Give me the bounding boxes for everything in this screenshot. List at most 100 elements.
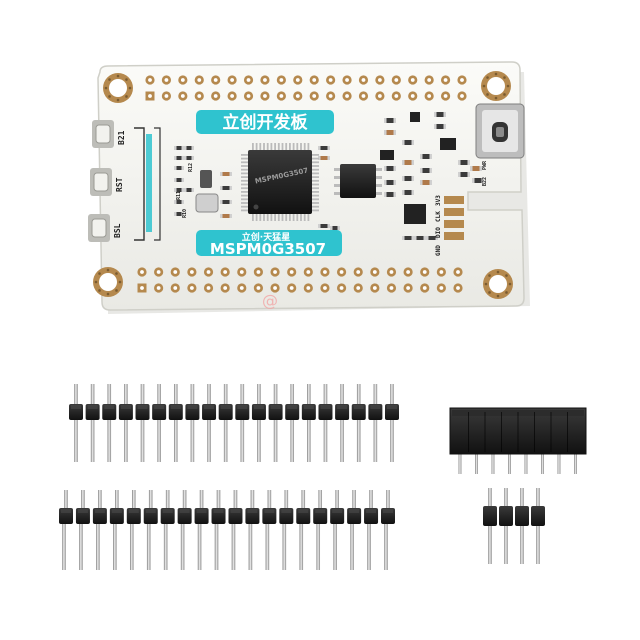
header-pad [293, 91, 303, 101]
header-pad [287, 283, 297, 293]
smd-component [402, 236, 414, 240]
header-pin [536, 488, 540, 564]
header-pad [320, 283, 330, 293]
header-pad [161, 75, 172, 85]
smd-component [402, 190, 414, 195]
header-pin [356, 384, 361, 462]
header-pin [190, 384, 195, 462]
header-pin [223, 384, 228, 462]
header-pin [90, 384, 95, 462]
female-header [449, 407, 587, 474]
header-pin [124, 384, 128, 462]
header-pad [353, 283, 363, 293]
header-pad [211, 91, 221, 101]
header-pad [370, 283, 380, 293]
smd-component [414, 236, 426, 240]
smd-component [174, 166, 184, 170]
header-pad [203, 283, 214, 293]
header-pin [62, 490, 68, 570]
header-pin [140, 384, 145, 462]
female-pin [557, 452, 561, 474]
header-pin [74, 384, 78, 462]
header-pin [299, 490, 306, 570]
header-pin [207, 384, 211, 462]
silk-b22: B22 [482, 177, 488, 186]
header-pin [307, 384, 311, 462]
smd-component [174, 156, 184, 160]
female-pin [491, 452, 495, 474]
female-pin [574, 452, 577, 474]
header-body [69, 404, 399, 420]
regulator-chip [380, 150, 394, 160]
header-pin [257, 384, 261, 462]
smd-component [402, 140, 414, 145]
header-pad [309, 75, 319, 85]
smd-component [402, 160, 414, 165]
button-rst-label: RST [115, 177, 124, 192]
silk-r10: R10 [182, 209, 188, 218]
header-pad [276, 91, 286, 101]
mounting-hole [481, 71, 511, 101]
header-pad [391, 91, 401, 101]
mounting-hole [483, 269, 513, 299]
header-pad [408, 91, 418, 101]
smd-component [220, 214, 232, 218]
header-pin [333, 490, 339, 570]
header-pad [453, 267, 463, 277]
header-pad [436, 283, 446, 293]
header-pad [440, 91, 451, 101]
header-pin [373, 384, 378, 462]
female-pin [541, 452, 544, 474]
smd-component [384, 118, 396, 123]
header-pad [276, 75, 286, 85]
header-pad [440, 75, 451, 85]
header-pad [194, 91, 204, 101]
header-pad [293, 75, 303, 85]
header-pin [96, 490, 102, 570]
model-label: MSPM0G3507 [210, 240, 326, 258]
smd-component [220, 172, 232, 176]
header-pin [214, 490, 221, 570]
silk-bracket [134, 127, 161, 241]
header-pads-bottom [137, 267, 463, 293]
header-pad [137, 267, 147, 277]
smd-component [330, 226, 340, 230]
debug-label-gnd: GND [435, 245, 442, 256]
small-ic [404, 204, 426, 224]
smd-component [470, 166, 482, 171]
header-pad [170, 267, 180, 277]
header-pin [290, 384, 295, 462]
header-body [59, 508, 395, 524]
header-pad [220, 267, 230, 277]
header-pin [488, 488, 492, 564]
header-pad [336, 283, 347, 293]
header-pad [353, 267, 363, 277]
title-label-bg [196, 110, 334, 134]
header-pad [203, 267, 214, 277]
button-b21: B21 [92, 120, 126, 148]
header-pad [211, 75, 221, 85]
smd-component [174, 178, 184, 182]
header-pad [237, 283, 247, 293]
watermark: @ [262, 291, 278, 310]
header-pin [367, 490, 373, 570]
female-pin [508, 452, 511, 474]
header-pad [270, 283, 280, 293]
header-pad [342, 75, 352, 85]
button-b21-label: B21 [117, 130, 126, 145]
button-bsl: BSL [88, 214, 122, 242]
header-pad [253, 267, 264, 277]
header-pad [243, 75, 254, 85]
smd-component [472, 178, 484, 183]
smd-component [174, 200, 184, 204]
header-pad [358, 75, 369, 85]
header-pad [309, 91, 319, 101]
header-pin [323, 384, 328, 462]
header-pad [178, 91, 188, 101]
smd-component [174, 212, 184, 216]
header-pad [154, 283, 164, 293]
header-pad [287, 267, 297, 277]
header-pad [386, 283, 397, 293]
female-pin [458, 452, 462, 474]
smd-component [384, 192, 396, 197]
